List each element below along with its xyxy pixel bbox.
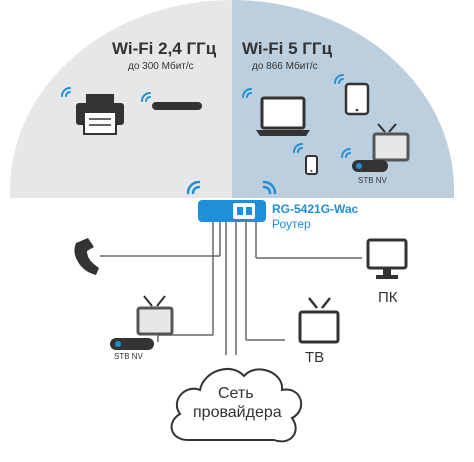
band-24-title: Wi-Fi 2,4 ГГц [112,39,217,58]
stb-24-wifi-icon [141,92,151,102]
provider-cloud-icon [170,367,303,443]
smartphone-icon [305,155,318,175]
router-wifi-icon [186,180,277,195]
stb-wired-label: STB NV [114,352,143,361]
band-5-title: Wi-Fi 5 ГГц [242,39,333,58]
tablet-wifi-icon [334,74,344,84]
stb-5-label: STB NV [358,176,387,185]
wired-connections [100,222,362,355]
printer-wifi-icon [61,87,71,97]
cloud-label-line1: Сеть [218,385,254,402]
stb-24-icon [152,102,202,110]
stb-5-icon [352,160,388,172]
tv-stb-icon [110,295,174,350]
wifi-24-area [10,0,232,198]
laptop-icon [256,96,310,136]
printer-icon [76,94,124,135]
pc-icon [366,238,408,279]
smartphone-wifi-icon [293,143,303,153]
tv-label: ТВ [305,349,325,366]
pc-label: ПК [378,289,398,306]
router-model: RG-5421G-Wac [272,202,359,216]
router-role: Роутер [272,217,311,231]
stb-5-wifi-icon [341,148,351,158]
tv-icon [298,297,340,344]
router-icon [198,200,266,222]
band-24-subtitle: до 300 Мбит/с [128,61,194,72]
laptop-wifi-icon [242,88,252,98]
cloud-label-line2: провайдера [193,404,282,421]
phone-icon [74,238,99,275]
band-5-subtitle: до 866 Мбит/с [252,61,318,72]
tablet-icon [344,82,370,116]
tv-wifi-icon [372,123,410,162]
